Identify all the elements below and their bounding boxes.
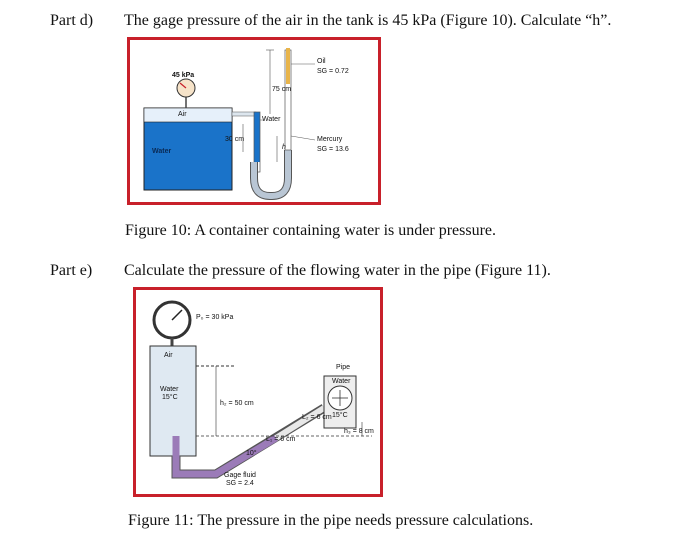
pipe-water-label: Water [332, 378, 351, 385]
part-d-label: Part d) [50, 12, 94, 29]
mercury-sg-label: SG = 13.6 [317, 146, 349, 153]
air-space [143, 107, 233, 123]
water-label: Water [160, 386, 179, 393]
pipe-label: Pipe [336, 364, 351, 371]
gage-fluid [172, 434, 278, 478]
height-75-label: 75 cm [272, 86, 292, 93]
pipe-temp-label: 15°C [332, 412, 348, 419]
oil-sg-label: SG = 0.72 [317, 68, 349, 75]
figure-10-drawing [143, 48, 316, 200]
temp-label: 15°C [162, 394, 178, 401]
part-d-question: The gage pressure of the air in the tank… [124, 12, 612, 29]
figure-10: 45 kPa Air Water Water 75 cm 30 cm h Oil… [127, 37, 381, 205]
l1-label: L₁ = 6 cm [266, 436, 296, 443]
water-tank-label: Water [152, 148, 172, 155]
gage-fluid-label: Gage fluid [224, 472, 256, 479]
figure-11-drawing [149, 300, 372, 479]
gage-fluid-sg-label: SG = 2.4 [226, 480, 254, 487]
oil-label: Oil [317, 58, 326, 65]
mercury-u-tube [251, 150, 291, 199]
l2-label: L₂ = 6 cm [302, 414, 332, 421]
h3-label: h₃ = 8 cm [344, 428, 374, 435]
figure-11: P₀ = 30 kPa Air Water 15°C h₂ = 50 cm L₁… [133, 287, 383, 497]
water-column-label: Water [262, 116, 281, 123]
air-label: Air [164, 352, 173, 359]
mercury-label: Mercury [317, 136, 343, 143]
h-label: h [282, 144, 286, 151]
water-column [254, 112, 260, 162]
gauge-pressure-label: 45 kPa [172, 72, 195, 79]
height-30-label: 30 cm [225, 136, 245, 143]
figure-10-caption: Figure 10: A container containing water … [125, 222, 497, 239]
part-e-label: Part e) [50, 262, 93, 279]
air-label: Air [178, 111, 187, 118]
angle-label: 10° [246, 450, 257, 457]
p0-label: P₀ = 30 kPa [196, 314, 234, 321]
part-e-question: Calculate the pressure of the flowing wa… [124, 262, 551, 279]
figure-11-caption: Figure 11: The pressure in the pipe need… [128, 512, 534, 529]
h2-label: h₂ = 50 cm [220, 400, 254, 407]
oil-column [286, 48, 290, 84]
